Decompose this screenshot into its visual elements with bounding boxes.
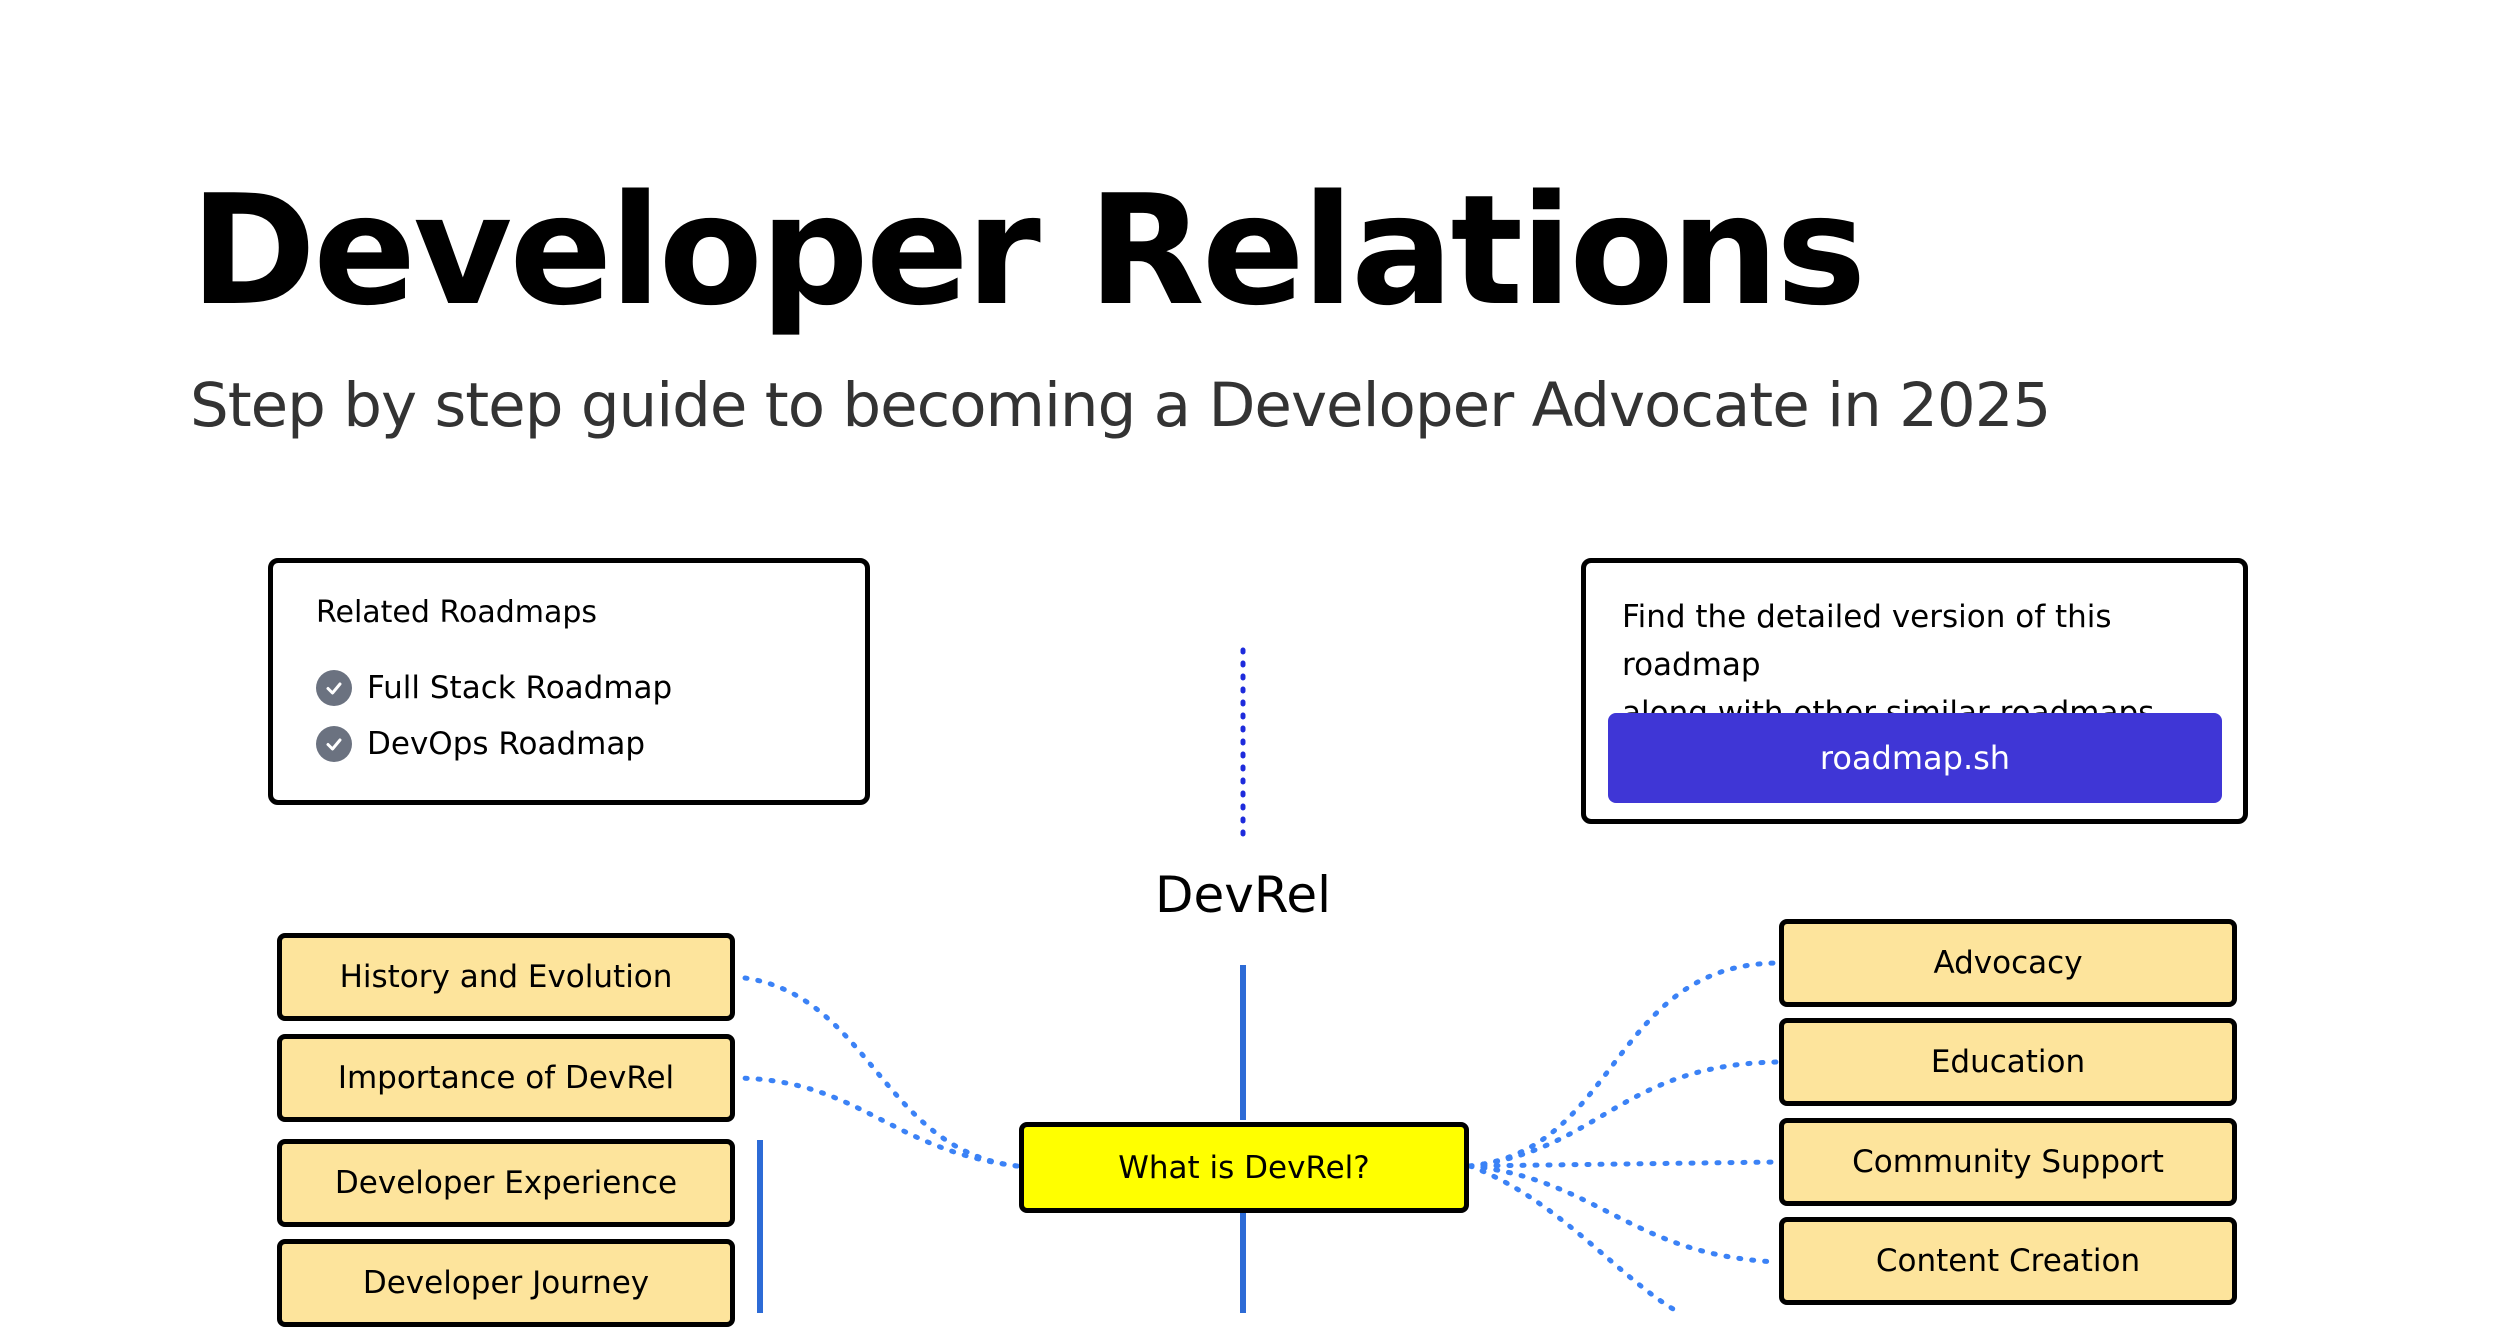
node-developer-experience[interactable]: Developer Experience bbox=[277, 1139, 735, 1227]
roadmap-sh-button[interactable]: roadmap.sh bbox=[1608, 713, 2222, 803]
related-item-full-stack[interactable]: Full Stack Roadmap bbox=[316, 660, 865, 716]
connector-education bbox=[1467, 1059, 1780, 1169]
connector-offscreen bbox=[1467, 1163, 1683, 1313]
page-subtitle: Step by step guide to becoming a Develop… bbox=[190, 370, 2051, 441]
related-item-label: DevOps Roadmap bbox=[367, 726, 646, 762]
node-history-evolution[interactable]: History and Evolution bbox=[277, 933, 735, 1021]
info-text-line-1: Find the detailed version of this roadma… bbox=[1622, 599, 2112, 683]
connector-advocacy bbox=[1467, 960, 1780, 1169]
node-education[interactable]: Education bbox=[1779, 1018, 2237, 1106]
check-circle-icon bbox=[316, 670, 352, 706]
related-roadmaps-heading: Related Roadmaps bbox=[316, 595, 598, 630]
connector-content bbox=[1467, 1163, 1780, 1265]
related-item-label: Full Stack Roadmap bbox=[367, 670, 673, 706]
node-content-creation[interactable]: Content Creation bbox=[1779, 1217, 2237, 1305]
page-title: Developer Relations bbox=[190, 162, 1866, 339]
detailed-version-card: Find the detailed version of this roadma… bbox=[1581, 558, 2248, 824]
node-advocacy[interactable]: Advocacy bbox=[1779, 919, 2237, 1007]
check-circle-icon bbox=[316, 726, 352, 762]
roadmap-root-label: DevRel bbox=[1154, 866, 1331, 924]
connector-importance bbox=[734, 1075, 1020, 1169]
node-community-support[interactable]: Community Support bbox=[1779, 1118, 2237, 1206]
node-importance-devrel[interactable]: Importance of DevRel bbox=[277, 1034, 735, 1122]
node-developer-journey[interactable]: Developer Journey bbox=[277, 1239, 735, 1327]
related-roadmaps-card: Related Roadmaps Full Stack Roadmap DevO… bbox=[268, 558, 870, 805]
related-item-devops[interactable]: DevOps Roadmap bbox=[316, 716, 865, 772]
node-what-is-devrel[interactable]: What is DevRel? bbox=[1019, 1122, 1469, 1213]
connector-history bbox=[734, 974, 1020, 1169]
connector-community bbox=[1467, 1159, 1780, 1169]
